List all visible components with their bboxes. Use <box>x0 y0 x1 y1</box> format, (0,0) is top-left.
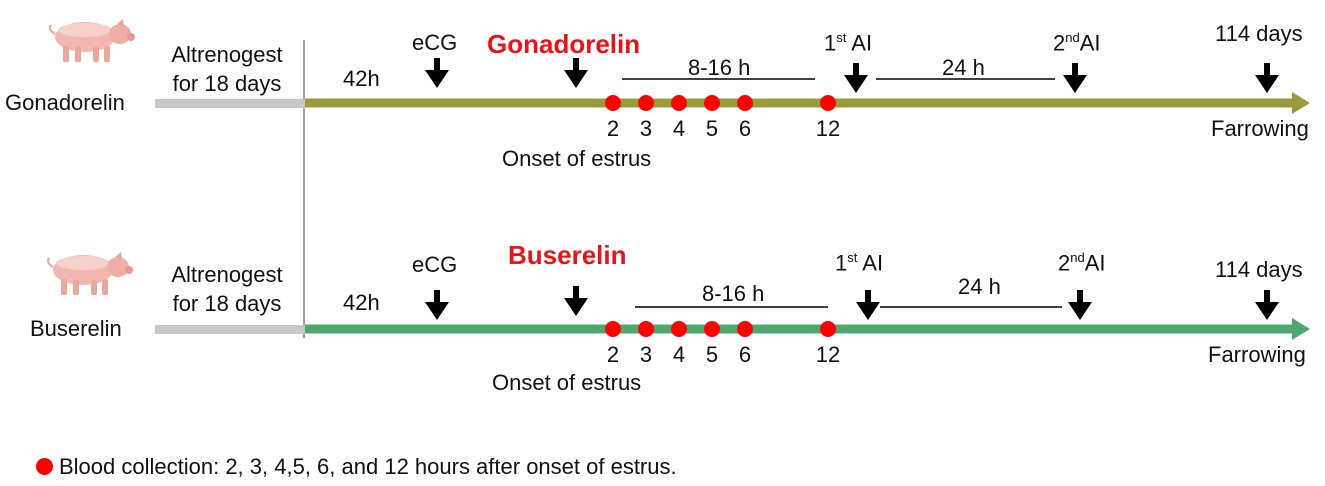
blood-dot-icon <box>671 321 687 337</box>
drug-title: Gonadorelin <box>487 29 641 59</box>
blood-dot-icon <box>704 95 720 111</box>
blood-dot-icon <box>671 95 687 111</box>
blood-dot-icon <box>737 95 753 111</box>
blood-dot-icon <box>638 321 654 337</box>
timeline-arrowhead <box>1292 92 1310 114</box>
ecg-label: eCG <box>412 252 458 277</box>
down-arrow-icon <box>425 58 449 88</box>
legend-text: Blood collection: 2, 3, 4,5, 6, and 12 h… <box>59 454 677 479</box>
sample-hour: 2 <box>606 116 620 141</box>
legend: Blood collection: 2, 3, 4,5, 6, and 12 h… <box>36 454 677 480</box>
first-ai-label: 1st AI <box>824 30 873 56</box>
sample-hour: 2 <box>606 342 620 367</box>
group-label: Buserelin <box>30 316 122 341</box>
blood-dot-icon <box>605 321 621 337</box>
sample-hour: 6 <box>738 116 752 141</box>
blood-dot-icon <box>820 321 836 337</box>
down-arrow-icon <box>1255 63 1279 93</box>
pig-icon <box>47 251 134 296</box>
pretreatment-bar <box>155 325 305 334</box>
interval-42h: 42h <box>343 290 380 315</box>
pretreatment-label-line2: for 18 days <box>172 291 282 316</box>
second-ai-label: 2ndAI <box>1053 30 1101 56</box>
farrowing-label: Farrowing <box>1208 342 1306 367</box>
pretreatment-label-line1: Altrenogest <box>171 42 283 67</box>
sample-hour: 4 <box>672 342 686 367</box>
pretreatment-label-line1: Altrenogest <box>171 262 283 287</box>
down-arrow-icon <box>564 58 588 88</box>
down-arrow-icon <box>1255 290 1279 320</box>
blood-dot-icon <box>36 458 53 475</box>
group-label: Gonadorelin <box>5 90 125 115</box>
sample-hour: 6 <box>738 342 752 367</box>
farrowing-label: Farrowing <box>1211 116 1309 141</box>
farrow-days: 114 days <box>1215 257 1303 282</box>
interval-42h: 42h <box>343 66 380 91</box>
farrow-days: 114 days <box>1215 21 1303 46</box>
second-ai-label: 2ndAI <box>1058 250 1106 276</box>
sample-hour: 5 <box>705 342 719 367</box>
blood-dot-icon <box>605 95 621 111</box>
down-arrow-icon <box>1068 290 1092 320</box>
down-arrow-icon <box>856 290 880 320</box>
blood-dot-icon <box>737 321 753 337</box>
onset-label: Onset of estrus <box>502 146 652 171</box>
pretreatment-bar <box>155 99 305 108</box>
pretreatment-label-line2: for 18 days <box>172 71 282 96</box>
first-ai-label: 1st AI <box>835 250 884 276</box>
pig-icon <box>49 18 136 63</box>
down-arrow-icon <box>564 286 588 316</box>
blood-dot-icon <box>638 95 654 111</box>
interval-24h: 24 h <box>958 274 1001 299</box>
blood-dot-icon <box>704 321 720 337</box>
sample-hour: 12 <box>815 342 841 367</box>
window-label: 8-16 h <box>688 55 751 80</box>
ecg-label: eCG <box>412 30 458 55</box>
timeline-arrowhead <box>1292 318 1310 340</box>
down-arrow-icon <box>1063 63 1087 93</box>
interval-24h: 24 h <box>942 55 985 80</box>
sample-hour: 12 <box>815 116 841 141</box>
sample-hour: 5 <box>705 116 719 141</box>
down-arrow-icon <box>425 290 449 320</box>
blood-dot-icon <box>820 95 836 111</box>
sample-hour: 4 <box>672 116 686 141</box>
drug-title: Buserelin <box>508 240 627 270</box>
sample-hour: 3 <box>639 342 653 367</box>
onset-label: Onset of estrus <box>492 370 642 395</box>
window-label: 8-16 h <box>702 281 765 306</box>
down-arrow-icon <box>844 63 868 93</box>
sample-hour: 3 <box>639 116 653 141</box>
